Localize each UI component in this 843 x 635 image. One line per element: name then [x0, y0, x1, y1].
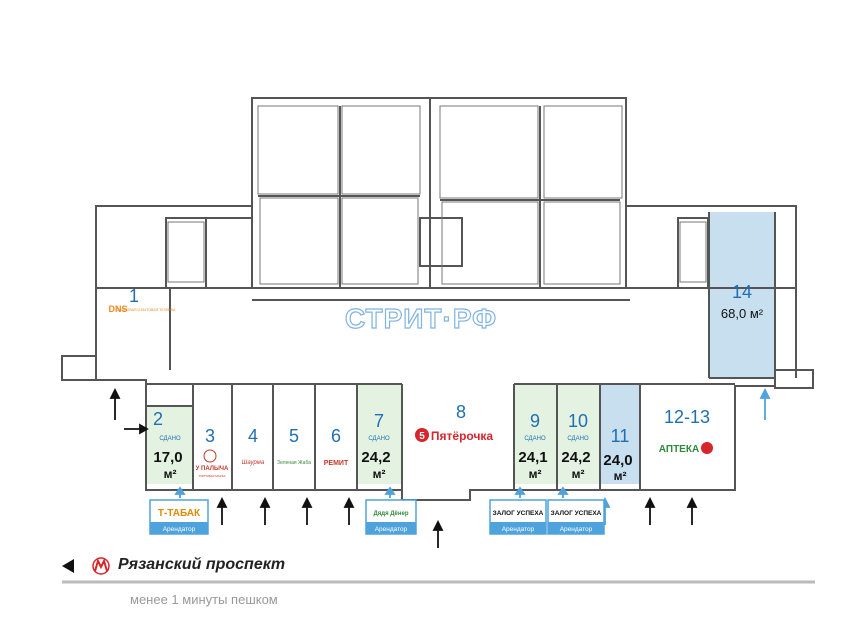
badge-dyadya-doner-name: Дядя Дёнер [374, 511, 409, 517]
highlight-arrows [174, 387, 771, 525]
upper-walls [95, 97, 797, 289]
pyaterochka-logo-icon [415, 428, 429, 442]
shops-left-walls [146, 383, 403, 490]
room-6-tenant: РЕМИТ [324, 460, 349, 467]
street-name: Рязанский проспект [118, 556, 286, 573]
room-11-fill [600, 384, 640, 484]
room-10-area: 24,2 [561, 449, 590, 466]
badge-t-tabak-sub: Арендатор [163, 526, 196, 533]
room-5-number: 5 [289, 426, 299, 446]
room-3-tenant-sub: ТОРГОВАЯ МАРКА [199, 474, 226, 478]
room-2-number: 2 [153, 409, 163, 429]
room-11-number: 11 [611, 426, 630, 446]
room-2-unit: м² [164, 467, 177, 481]
badge-zalog-uspekha-9: ЗАЛОГ УСПЕХА Арендатор [489, 499, 547, 535]
badge-zalog-9-sub: Арендатор [502, 526, 535, 533]
room-8-number: 8 [456, 402, 466, 422]
room-8-tenant: Пятёрочка [431, 429, 494, 443]
walk-time: менее 1 минуты пешком [130, 592, 278, 607]
room-12-13-number: 12-13 [664, 407, 710, 427]
room-9-unit: м² [529, 467, 542, 481]
direction-arrow-icon [62, 559, 74, 573]
badge-zalog-10-name: ЗАЛОГ УСПЕХА [551, 510, 602, 517]
badge-zalog-10-sub: Арендатор [560, 526, 593, 533]
upper-details [167, 105, 707, 285]
badge-dyadya-doner: Дядя Дёнер Арендатор [365, 499, 417, 535]
room-7-number: 7 [374, 411, 384, 431]
badge-dyadya-doner-sub: Арендатор [375, 526, 408, 533]
room-9-number: 9 [530, 411, 540, 431]
room-1-tenant-logo: DNS [108, 304, 127, 314]
room-4-tenant: Шаурма [242, 460, 265, 466]
room-4-number: 4 [248, 426, 258, 446]
apteka-logo-icon [701, 442, 713, 454]
shops-right-walls [513, 383, 735, 490]
room-9-area: 24,1 [518, 449, 547, 466]
room-2-fill [147, 406, 193, 484]
room-3-number: 3 [205, 426, 215, 446]
badge-t-tabak: Т-ТАБАК Арендатор [149, 499, 209, 535]
badge-t-tabak-name: Т-ТАБАК [158, 508, 201, 519]
room-11-area: 24,0 [603, 452, 632, 469]
room-7-unit: м² [373, 467, 386, 481]
room-9-fill [514, 384, 556, 484]
badge-zalog-uspekha-10: ЗАЛОГ УСПЕХА Арендатор [547, 499, 605, 535]
room-14-number: 14 [732, 282, 752, 302]
room-6-number: 6 [331, 426, 341, 446]
room-7-fill [357, 384, 402, 484]
badge-zalog-9-name: ЗАЛОГ УСПЕХА [493, 510, 544, 517]
room-1-tenant-sub: ЦИФРОВАЯ И БЫТОВАЯ ТЕХНИКА [117, 308, 176, 312]
room-10-status: СДАНО [567, 436, 589, 442]
room-2-area: 17,0 [153, 449, 182, 466]
room-10-number: 10 [568, 411, 588, 431]
room-1-number: 1 [129, 286, 139, 306]
room-12-13-tenant: АПТЕКА [659, 444, 699, 455]
room-7-area: 24,2 [361, 449, 390, 466]
room-2-status: СДАНО [159, 436, 181, 442]
room-dividers [169, 212, 775, 379]
room-11-unit: м² [614, 469, 627, 483]
metro-m-icon [94, 558, 108, 572]
room-10-fill [557, 384, 599, 484]
room-3-tenant: У ПАЛЫЧА [196, 466, 229, 472]
entrance-arrows [109, 387, 698, 548]
room-10-unit: м² [572, 467, 585, 481]
room-5-tenant: Зеленая Жаба [277, 460, 311, 466]
room-14-area: 68,0 м² [721, 306, 764, 321]
room-8-tenant-num: 5 [419, 431, 425, 442]
room-14-fill [709, 212, 775, 378]
u-palycha-logo-icon [203, 449, 217, 463]
watermark: СТРИТ·РФ [345, 303, 497, 334]
room-9-status: СДАНО [524, 436, 546, 442]
room-7-status: СДАНО [368, 436, 390, 442]
